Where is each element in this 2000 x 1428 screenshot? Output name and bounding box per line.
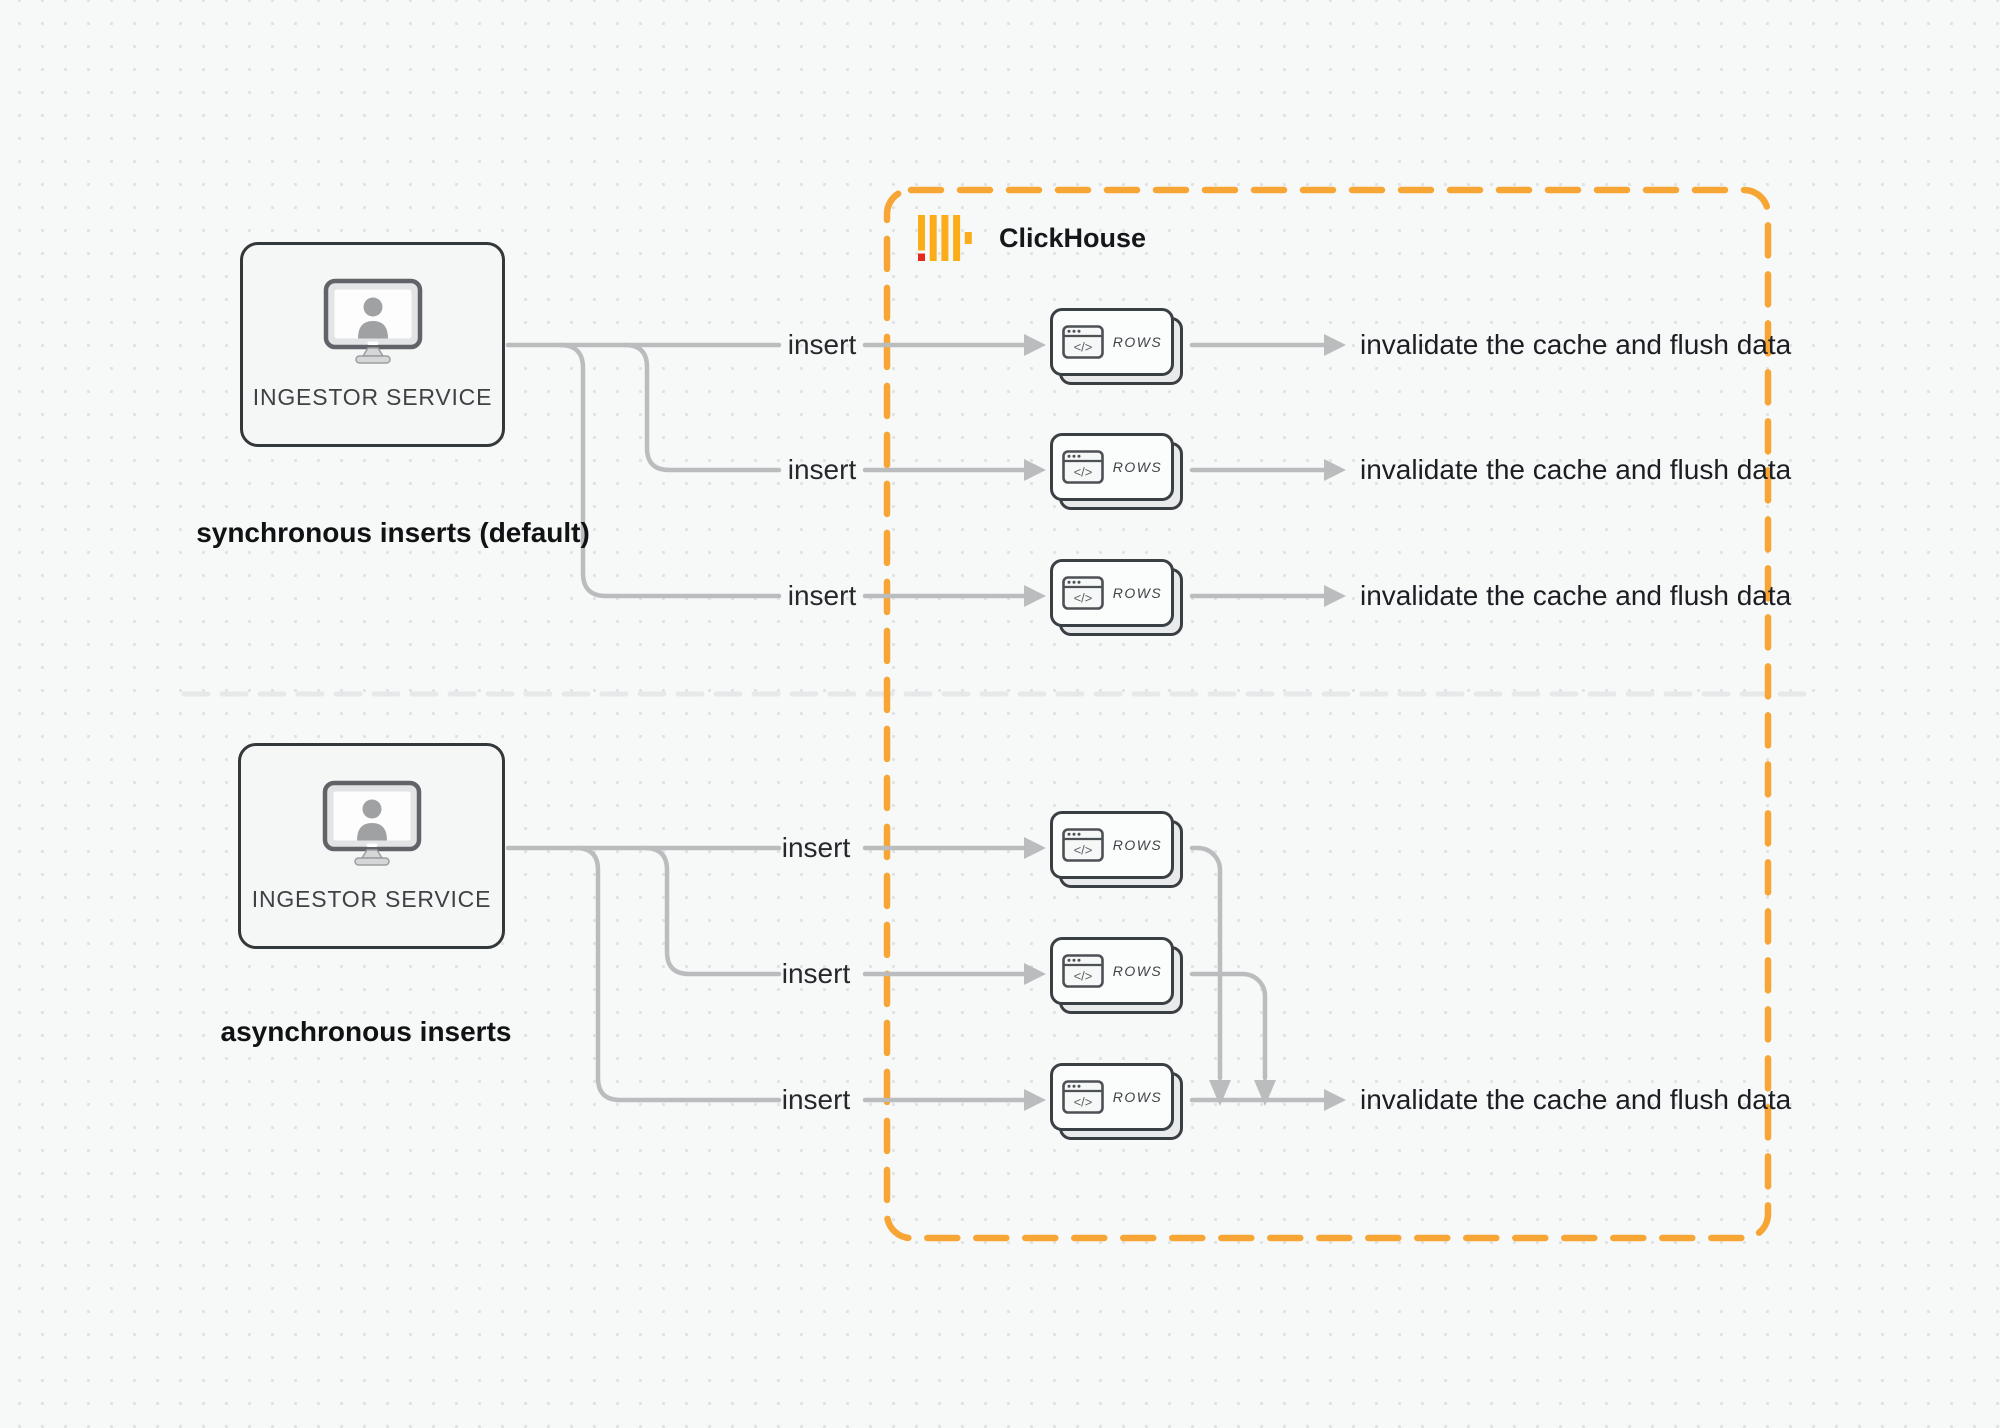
sync-branch-line-2 [622, 342, 782, 473]
svg-text:</>: </> [1073, 340, 1092, 355]
code-window-icon: </> [1061, 325, 1104, 359]
svg-text:</>: </> [1073, 843, 1092, 858]
code-window-icon: </> [1061, 1080, 1104, 1114]
monitor-user-icon [323, 278, 422, 364]
code-window-icon: </> [1061, 450, 1104, 484]
monitor-user-icon [322, 780, 421, 866]
sync-insert-label-3: insert [787, 580, 857, 611]
ingestor-service-label: INGESTOR SERVICE [251, 885, 492, 912]
arrowhead-icon [1024, 334, 1046, 356]
async-merge-line-2 [1189, 971, 1268, 1081]
ingestor-service-box-sync: INGESTOR SERVICE [240, 242, 505, 447]
arrowhead-icon [1024, 459, 1046, 481]
arrowhead-icon [1324, 334, 1346, 356]
sync-result-label-3: invalidate the cache and flush data [1360, 580, 1792, 611]
rows-card: </> ROWS [1050, 559, 1183, 636]
svg-text:</>: </> [1073, 591, 1092, 606]
svg-text:</>: </> [1073, 969, 1092, 984]
sync-insert-label-2: insert [787, 454, 857, 485]
rows-card: </> ROWS [1050, 937, 1183, 1014]
arrowhead-down-icon [1254, 1080, 1276, 1106]
rows-card-label: ROWS [1112, 963, 1163, 979]
ingestor-service-label: INGESTOR SERVICE [252, 384, 493, 410]
async-result-label: invalidate the cache and flush data [1360, 1084, 1792, 1115]
sync-result-label-1: invalidate the cache and flush data [1360, 329, 1792, 360]
sync-insert-label-1: insert [787, 329, 857, 360]
rows-card-label: ROWS [1112, 1089, 1163, 1105]
rows-card: </> ROWS [1050, 811, 1183, 888]
async-branch-line-3 [573, 845, 782, 1103]
arrowhead-icon [1024, 837, 1046, 859]
arrowhead-icon [1324, 585, 1346, 607]
clickhouse-logo-lockup: ClickHouse [918, 215, 1146, 261]
rows-card-label: ROWS [1112, 585, 1163, 601]
rows-card: </> ROWS [1050, 308, 1183, 385]
code-window-icon: </> [1061, 576, 1104, 610]
rows-card-label: ROWS [1112, 837, 1163, 853]
code-window-icon: </> [1061, 828, 1104, 862]
sync-section-caption: synchronous inserts (default) [196, 517, 590, 548]
async-insert-label-1: insert [781, 832, 851, 863]
rows-card-label: ROWS [1112, 334, 1163, 350]
arrowhead-icon [1324, 1089, 1346, 1111]
async-insert-label-3: insert [781, 1084, 851, 1115]
rows-card: </> ROWS [1050, 433, 1183, 510]
clickhouse-label: ClickHouse [999, 222, 1147, 253]
arrowhead-icon [1024, 1089, 1046, 1111]
async-insert-label-2: insert [781, 958, 851, 989]
svg-text:</>: </> [1073, 1095, 1092, 1110]
rows-card-label: ROWS [1112, 459, 1163, 475]
clickhouse-logo-icon [918, 215, 972, 261]
sync-result-label-2: invalidate the cache and flush data [1360, 454, 1792, 485]
sync-branch-line-3 [557, 342, 782, 599]
svg-text:</>: </> [1073, 465, 1092, 480]
async-section-caption: asynchronous inserts [220, 1016, 512, 1047]
rows-card: </> ROWS [1050, 1063, 1183, 1140]
clickhouse-boundary-dashed-box [883, 186, 1772, 1242]
arrowhead-icon [1024, 963, 1046, 985]
arrowhead-icon [1024, 585, 1046, 607]
async-merge-line-1 [1189, 845, 1223, 1081]
arrowhead-icon [1324, 459, 1346, 481]
ingestor-service-box-async: INGESTOR SERVICE [238, 743, 505, 949]
arrowhead-down-icon [1209, 1080, 1231, 1106]
code-window-icon: </> [1061, 954, 1104, 988]
async-branch-line-2 [642, 845, 782, 977]
